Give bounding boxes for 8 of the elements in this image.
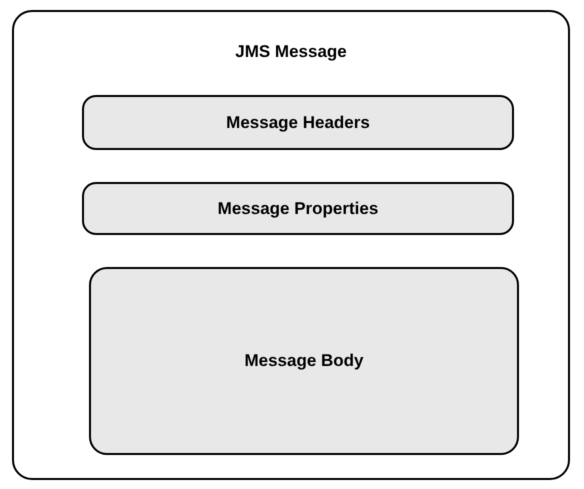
- box-label: Message Body: [244, 351, 364, 371]
- outer-panel: [12, 10, 570, 480]
- box-label: Message Headers: [226, 112, 370, 132]
- box-label: Message Properties: [218, 198, 378, 218]
- body-box: [89, 267, 519, 455]
- header-box: [82, 95, 514, 150]
- panel-title: JMS Message: [235, 42, 347, 62]
- properties-box: [82, 182, 514, 235]
